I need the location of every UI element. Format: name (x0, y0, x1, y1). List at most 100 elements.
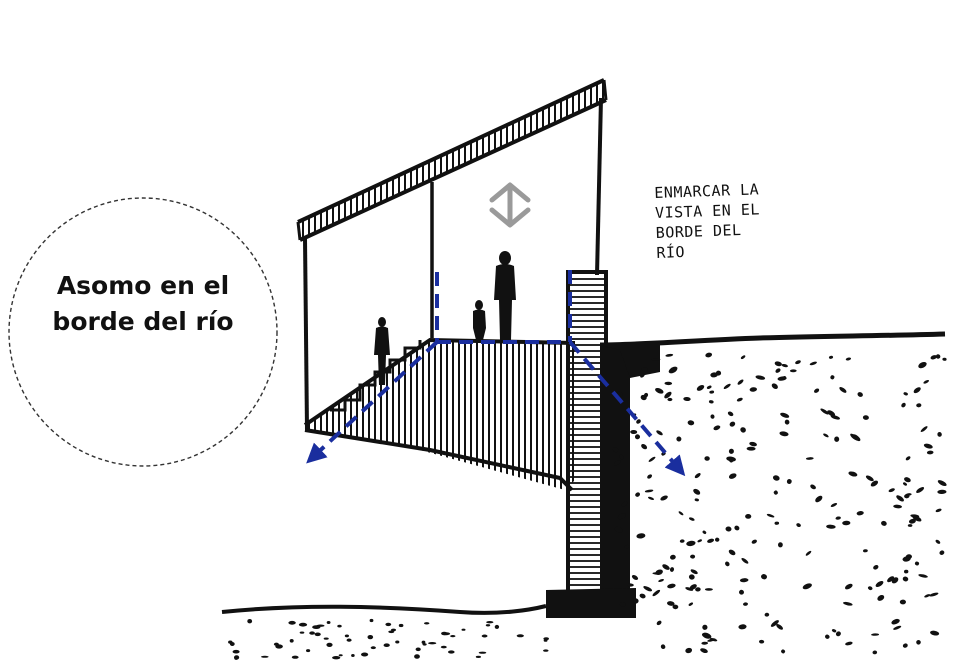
soil-dot (823, 433, 830, 438)
soil-dot (927, 450, 934, 454)
soil-dot (902, 482, 907, 487)
soil-dot (739, 426, 747, 434)
double-headed-vertical-arrow-icon (492, 185, 528, 225)
circle-title: Asomo en el borde del río (0, 268, 286, 340)
soil-dot (655, 569, 664, 576)
soil-dot (786, 479, 792, 485)
soil-dot (395, 641, 399, 644)
soil-dot (428, 642, 436, 644)
soil-dot (669, 567, 674, 573)
soil-dot (701, 642, 708, 645)
soil-dot (824, 634, 830, 640)
soil-dot (842, 521, 850, 526)
soil-dot (749, 387, 757, 392)
soil-dot (660, 643, 666, 649)
soil-dot (705, 588, 713, 591)
soil-dot (667, 398, 672, 401)
soil-dot (809, 361, 817, 366)
soil-dot (915, 486, 925, 494)
soil-dot (739, 590, 744, 595)
soil-dot (780, 649, 785, 654)
soil-dot (740, 355, 746, 360)
soil-dot (814, 494, 824, 503)
soil-dot (476, 656, 481, 658)
soil-dot (857, 391, 864, 398)
soil-dot (702, 624, 709, 631)
soil-dot (648, 456, 656, 463)
soil-dot (867, 586, 873, 591)
soil-dot (337, 625, 341, 628)
soil-dot (784, 419, 790, 425)
soil-dot (361, 653, 368, 657)
soil-dot (826, 524, 836, 529)
soil-dot (517, 634, 524, 637)
soil-dot (902, 576, 909, 582)
soil-dot (448, 650, 455, 653)
soil-dot (844, 583, 853, 591)
soil-dot (834, 436, 839, 442)
soil-dot (479, 652, 487, 654)
soil-dot (351, 654, 355, 657)
soil-dot (863, 415, 869, 420)
soil-dot (935, 508, 942, 513)
soil-dot (247, 619, 252, 623)
soil-dot (747, 447, 756, 451)
soil-dot (923, 443, 933, 450)
soil-dot (544, 639, 548, 641)
soil-dot (370, 619, 374, 622)
soil-dot (630, 430, 637, 434)
soil-dot (347, 639, 352, 642)
soil-dot (790, 369, 797, 372)
soil-dot (715, 537, 720, 542)
soil-dot (845, 357, 851, 361)
soil-dot (766, 513, 774, 518)
soil-dot (645, 489, 654, 493)
soil-dot (660, 494, 669, 501)
soil-dot (728, 548, 737, 556)
soil-dot (764, 613, 769, 617)
soil-dot (668, 365, 679, 374)
soil-dot (339, 654, 343, 656)
soil-dot (939, 550, 945, 556)
soil-dot (694, 498, 699, 502)
soil-dot (923, 379, 930, 384)
soil-dot (656, 620, 663, 626)
soil-dot (728, 472, 737, 480)
soil-dot (680, 539, 685, 543)
soil-dot (904, 570, 909, 574)
soil-dot (690, 568, 699, 575)
soil-dot (843, 601, 853, 606)
soil-dot (845, 641, 853, 646)
soil-dot (900, 402, 906, 408)
soil-dot (292, 656, 299, 659)
soil-dot (713, 424, 721, 431)
soil-dot (683, 397, 691, 402)
soil-dot (658, 578, 664, 582)
soil-dot (916, 403, 922, 408)
soil-dot (775, 367, 782, 373)
soil-dot (416, 648, 421, 652)
handwritten-annotation: ENMARCAR LA VISTA EN EL BORDE DEL RÍO (654, 177, 837, 263)
soil-dot (749, 441, 758, 447)
soil-dot (665, 353, 673, 357)
soil-dot (806, 457, 814, 460)
soil-dot (299, 623, 307, 627)
soil-dot (903, 392, 908, 396)
soil-dot (678, 511, 684, 516)
soil-dot (371, 646, 376, 649)
soil-dot (728, 448, 734, 454)
soil-dot (686, 540, 696, 547)
soil-dot (462, 629, 466, 631)
soil-dot (702, 530, 707, 535)
soil-dot (704, 456, 709, 461)
soil-dot (895, 494, 905, 503)
soil-dot (888, 488, 895, 493)
soil-dot (486, 621, 493, 623)
soil-dot (930, 630, 940, 636)
soil-dot (424, 622, 429, 624)
soil-dot (667, 583, 676, 589)
soil-dot (872, 564, 879, 570)
soil-dot (670, 554, 677, 560)
soil-dot (688, 602, 694, 607)
soil-dot (685, 647, 693, 654)
